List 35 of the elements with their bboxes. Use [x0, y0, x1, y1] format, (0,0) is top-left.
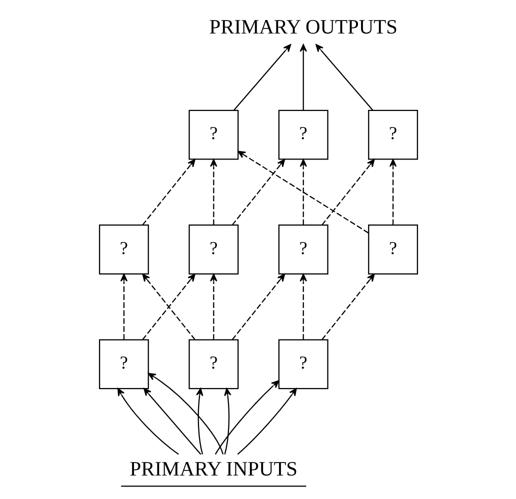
arrow [321, 159, 374, 226]
node-box: ? [98, 224, 148, 274]
arrow [231, 274, 285, 340]
arrow [388, 159, 396, 226]
arrow [236, 388, 296, 455]
arrow [231, 159, 285, 226]
arrow [120, 274, 128, 340]
node-text: PRIMARY INPUTS [129, 458, 298, 480]
node-box: ? [278, 224, 328, 274]
arrow [142, 274, 195, 340]
arrow [210, 274, 217, 340]
node-box: ? [368, 224, 418, 274]
arrow [224, 388, 231, 454]
arrow [142, 159, 195, 226]
arrow [299, 44, 306, 110]
node-box: ? [278, 339, 328, 390]
node-box: ? [188, 339, 238, 390]
arrow [299, 274, 306, 340]
node-box: ? [188, 110, 238, 160]
node-box: ? [98, 339, 148, 390]
arrow [116, 388, 178, 455]
node-box: ? [278, 110, 328, 160]
arrow [315, 44, 373, 110]
arrow [148, 372, 224, 455]
arrow [299, 159, 306, 226]
arrow [210, 159, 217, 226]
arrow [321, 274, 374, 340]
arrow [233, 44, 291, 110]
arrow [214, 380, 279, 455]
arrow [237, 150, 368, 234]
node-box: ? [368, 110, 418, 160]
arrow [143, 388, 201, 455]
node-text: PRIMARY OUTPUTS [208, 16, 397, 39]
arrow [196, 388, 203, 454]
node-box: ? [188, 224, 238, 274]
